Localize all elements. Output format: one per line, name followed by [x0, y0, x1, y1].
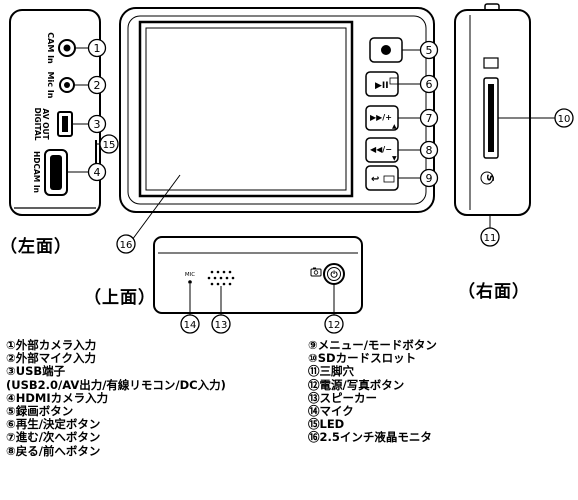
speaker-grill [207, 270, 235, 286]
mic-hole [188, 280, 192, 284]
svg-text:4: 4 [94, 166, 101, 179]
digital-label: DIGITAL [33, 107, 42, 140]
left-side-view: CAM In Mic In AV OUT DIGITAL HDCAM In [9, 9, 101, 216]
left-callouts: 1 2 3 15 4 [67, 38, 119, 182]
legend-item: ⑤録画ボタン [6, 404, 74, 419]
svg-text:1: 1 [94, 42, 101, 55]
callout-11: 11 [480, 227, 500, 247]
legend-item: ⑧戻る/前へボタン [6, 443, 101, 458]
svg-text:10: 10 [558, 114, 571, 125]
right-view-label: （右面） [458, 282, 530, 302]
svg-text:▲: ▲ [392, 123, 397, 130]
callout-14: 14 [180, 314, 200, 334]
hdcam-in-label: HDCAM In [32, 151, 41, 193]
callout-8: 8 [419, 140, 439, 160]
mic-label: MIC [185, 272, 195, 278]
callout-16: 16 [116, 234, 136, 254]
legend-item: ③USB端子 [6, 364, 66, 379]
callout-15: 15 [99, 134, 119, 154]
right-side-view: S [454, 3, 531, 225]
svg-text:▶II: ▶II [375, 81, 389, 91]
menu-button: ↩ [365, 165, 399, 191]
svg-text:8: 8 [426, 144, 433, 157]
callout-2: 2 [87, 75, 107, 95]
callout-6: 6 [419, 74, 439, 94]
sd-logo-icon: S [484, 174, 495, 181]
lcd-screen [138, 20, 354, 198]
svg-text:◀◀/−: ◀◀/− [370, 145, 392, 154]
svg-text:13: 13 [215, 320, 228, 331]
legend-item: ④HDMIカメラ入力 [6, 390, 109, 405]
top-callouts: 14 13 12 [180, 284, 344, 334]
legend-item: ⑦進む/次へボタン [6, 430, 101, 445]
legend-item: ⑨メニュー/モードボタン [308, 338, 437, 352]
svg-text:↩: ↩ [371, 174, 379, 185]
legend-item: ①外部カメラ入力 [6, 338, 97, 352]
svg-text:▼: ▼ [392, 155, 397, 162]
svg-text:6: 6 [426, 78, 433, 91]
back-button: ◀◀/− ▼ [365, 137, 399, 163]
callout-7: 7 [419, 108, 439, 128]
av-out-label: AV OUT [41, 108, 50, 140]
record-button [369, 37, 403, 63]
callout-9: 9 [419, 168, 439, 188]
top-body [153, 236, 363, 314]
mic-in-label: Mic In [46, 72, 55, 99]
cam-in-label: CAM In [46, 32, 55, 64]
legend-left: ①外部カメラ入力 ②外部マイク入力 ③USB端子 (USB2.0/AV出力/有線… [6, 338, 226, 458]
legend-item: (USB2.0/AV出力/有線リモコン/DC入力) [6, 377, 226, 392]
front-callouts: 5 6 7 8 9 16 [116, 40, 439, 254]
legend-right: ⑨メニュー/モードボタン ⑩SDカードスロット ⑪三脚穴 ⑫電源/写真ボタン ⑬… [308, 338, 437, 445]
legend-item: ⑪三脚穴 [308, 364, 354, 379]
top-view-label: （上面） [84, 288, 156, 308]
callout-10: 10 [554, 108, 574, 128]
callout-4: 4 [87, 162, 107, 182]
forward-button: ▶▶/+ ▲ [365, 105, 399, 131]
callout-5: 5 [419, 40, 439, 60]
svg-text:15: 15 [103, 140, 116, 151]
right-callouts: 10 11 [480, 108, 574, 247]
legend-item: ②外部マイク入力 [6, 351, 97, 366]
callout-3: 3 [87, 114, 107, 134]
svg-text:11: 11 [484, 233, 497, 244]
legend-item: ⑫電源/写真ボタン [308, 377, 405, 392]
svg-text:14: 14 [184, 320, 197, 331]
top-view: MIC ⏻ [153, 236, 363, 314]
svg-text:7: 7 [426, 112, 433, 125]
legend-item: ⑥再生/決定ボタン [6, 417, 101, 432]
callout-12: 12 [324, 314, 344, 334]
left-view-label: （左面） [0, 237, 72, 257]
legend-item: ⑭マイク [308, 404, 354, 419]
svg-text:5: 5 [426, 44, 433, 57]
svg-text:9: 9 [426, 172, 433, 185]
callout-1: 1 [87, 38, 107, 58]
legend-item: ⑬スピーカー [308, 390, 377, 405]
svg-text:▶▶/+: ▶▶/+ [370, 113, 392, 122]
callout-13: 13 [211, 314, 231, 334]
svg-text:12: 12 [328, 320, 341, 331]
power-button: ⏻ [323, 263, 345, 285]
legend-item: ⑮LED [308, 417, 345, 432]
legend-item: ⑩SDカードスロット [308, 351, 417, 366]
camera-icon [310, 267, 322, 277]
svg-text:2: 2 [94, 79, 101, 92]
svg-text:16: 16 [120, 240, 133, 251]
svg-text:3: 3 [94, 118, 101, 131]
front-view: ▶II ▶▶/+ ▲ ◀◀/− ▼ ↩ [119, 7, 435, 213]
power-icon: ⏻ [330, 270, 338, 281]
legend-item: ⑯2.5インチ液晶モニタ [308, 430, 432, 445]
play-button: ▶II [365, 71, 399, 97]
